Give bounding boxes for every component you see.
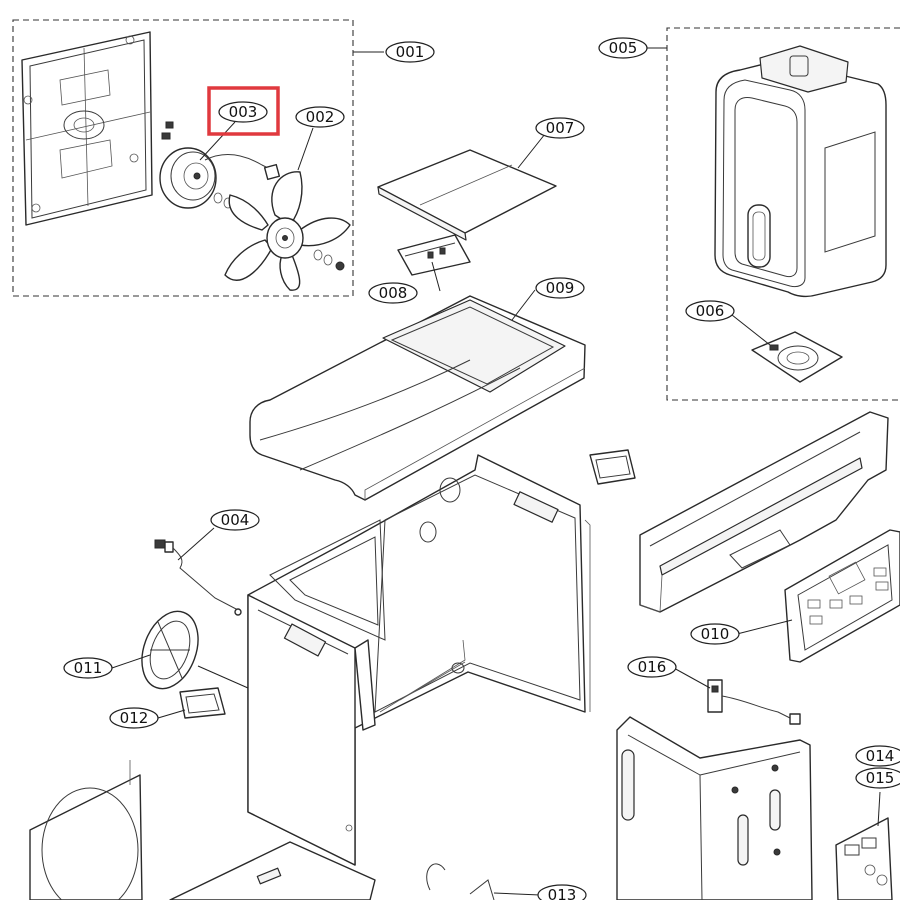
svg-text:011: 011: [74, 659, 103, 677]
svg-text:001: 001: [396, 43, 425, 61]
svg-text:013: 013: [548, 886, 577, 900]
svg-text:012: 012: [120, 709, 149, 727]
fan-motor: [159, 121, 281, 209]
callout-003: 003: [218, 101, 268, 123]
svg-text:015: 015: [866, 769, 895, 787]
svg-text:008: 008: [379, 284, 408, 302]
callout-010: 010: [690, 623, 740, 645]
side-handle: [589, 449, 636, 485]
callout-008: 008: [368, 282, 418, 304]
top-frame: [249, 295, 586, 501]
lower-fan-shroud: [29, 760, 143, 900]
top-cover-plate: [377, 149, 557, 241]
control-panel-bracket: [639, 411, 889, 613]
lower-chassis: [616, 716, 813, 900]
callout-012: 012: [109, 707, 159, 729]
callout-009: 009: [535, 277, 585, 299]
switch-016: [707, 679, 801, 725]
callout-004: 004: [210, 509, 260, 531]
leader-lines: [111, 47, 881, 896]
callout-016: 016: [627, 656, 677, 678]
bottom-base: [169, 841, 376, 900]
svg-text:006: 006: [696, 302, 725, 320]
svg-text:007: 007: [546, 119, 575, 137]
callout-014: 014: [855, 745, 900, 767]
main-cabinet: [247, 454, 591, 866]
svg-text:004: 004: [221, 511, 250, 529]
water-tank: [714, 45, 887, 298]
pcb-board: [835, 817, 893, 900]
wire-013: [426, 863, 495, 900]
callout-005: 005: [598, 37, 648, 59]
svg-text:003: 003: [229, 103, 258, 121]
callout-002: 002: [295, 106, 345, 128]
callout-011: 011: [63, 657, 113, 679]
callout-007: 007: [535, 117, 585, 139]
sensor-harness: [154, 539, 242, 616]
fan-blade: [224, 171, 351, 291]
highlight-box-003: [207, 86, 280, 136]
callout-006: 006: [685, 300, 735, 322]
svg-text:016: 016: [638, 658, 667, 676]
svg-text:014: 014: [866, 747, 895, 765]
group-box-005: [666, 27, 900, 401]
svg-text:009: 009: [546, 279, 575, 297]
front-grille: [141, 610, 199, 690]
callout-001: 001: [385, 41, 435, 63]
control-panel: [784, 529, 900, 663]
handle-012: [179, 687, 226, 719]
rear-panel: [21, 31, 153, 226]
callout-015: 015: [855, 767, 900, 789]
bracket-008: [397, 234, 471, 276]
svg-text:002: 002: [306, 108, 335, 126]
group-box-001: [12, 19, 354, 297]
tank-valve: [751, 331, 843, 383]
svg-text:005: 005: [609, 39, 638, 57]
callout-013: 013: [537, 884, 587, 900]
svg-text:010: 010: [701, 625, 730, 643]
